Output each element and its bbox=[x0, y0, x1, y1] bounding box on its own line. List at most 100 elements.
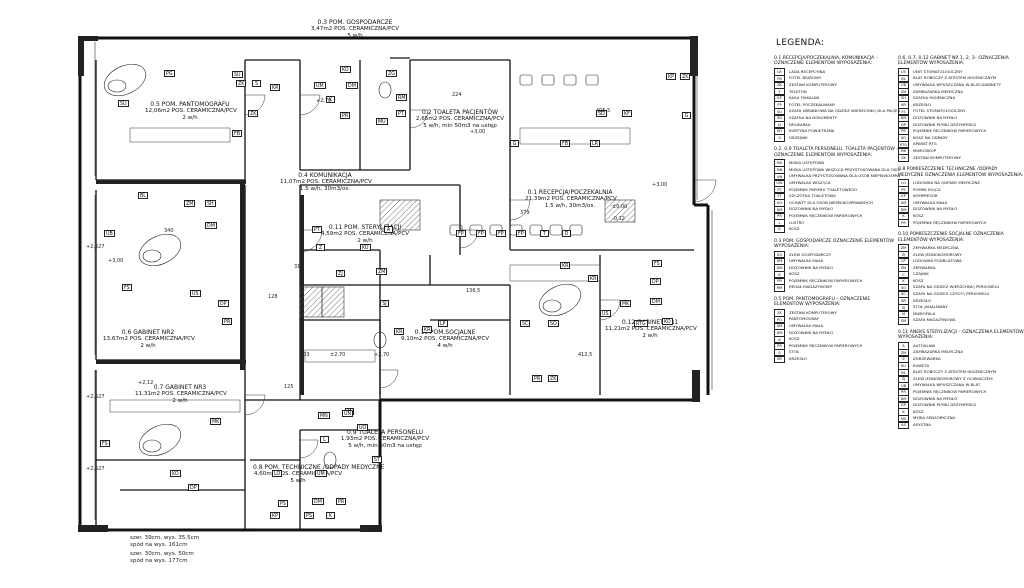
legend-text: MIKROSKOP bbox=[913, 148, 937, 153]
legend-text: APARAT RTG bbox=[913, 142, 937, 147]
room-line: 4,60m2 POS. CERAMICZNA/PCV bbox=[253, 471, 343, 478]
legend-text: KUWETA bbox=[913, 363, 930, 368]
level-mark: ±0,00 bbox=[612, 204, 628, 210]
room-extra: 2 w/h bbox=[357, 237, 373, 244]
equipment-tag: SJ bbox=[380, 300, 389, 307]
dental-chair-1-seat bbox=[542, 299, 562, 313]
equipment-tag: FS bbox=[122, 284, 132, 291]
legend-text: DOZOWNIK NA MYDŁO bbox=[913, 396, 958, 401]
equipment-tag: SH bbox=[205, 200, 216, 207]
room-line: 1,93m2 POS. CERAMICZNA/PCV bbox=[340, 436, 430, 443]
equipment-tag: FS bbox=[652, 260, 662, 267]
legend-text: CZAJNIK bbox=[913, 272, 929, 277]
wall-block bbox=[78, 36, 84, 76]
equipment-tag: SU bbox=[118, 100, 129, 107]
window-note: spód na wys. 177cm bbox=[130, 558, 188, 564]
room-line: 13,67m2 POS. CERAMICZNA/PCV bbox=[103, 336, 195, 343]
room-extra: 2 w/h bbox=[642, 332, 658, 339]
window-note: szer. 39cm, wys. 35,5cm bbox=[130, 535, 200, 541]
toilet-bowl bbox=[373, 331, 387, 349]
legend-code: PR bbox=[898, 218, 909, 227]
shaft bbox=[299, 286, 323, 318]
equipment-tag: KO bbox=[170, 470, 181, 477]
legend-text: POJEMNIK PAPIERU TOALETOWEGO bbox=[789, 187, 858, 192]
equipment-tag: ZM bbox=[376, 268, 388, 275]
equipment-tag: UM bbox=[315, 470, 327, 477]
legend-text: KOSZ bbox=[789, 272, 800, 277]
equipment-tag: KR bbox=[270, 84, 281, 91]
equipment-tag: ZK bbox=[548, 375, 559, 382]
equipment-tag: FP bbox=[496, 230, 506, 237]
dental-chair-3 bbox=[138, 423, 182, 457]
legend-text: KOSZ NA ODPADY bbox=[913, 135, 948, 140]
legend-text: ZESTAW KOMPUTEROWY bbox=[913, 155, 961, 160]
equipment-tag: A bbox=[384, 226, 393, 233]
equipment-tag: PG bbox=[164, 70, 175, 77]
waiting-chair bbox=[519, 74, 533, 86]
level-mark: +3,00 bbox=[652, 182, 668, 188]
legend-text: POJEMNIK RĘCZNIKÓW PAPIEROWYCH bbox=[913, 220, 987, 225]
legend-text: POJEMNIK RĘCZNIKÓW PAPIEROWYCH bbox=[789, 343, 863, 348]
equipment-tag: PT bbox=[312, 226, 322, 233]
dental-chair-2 bbox=[138, 233, 182, 267]
legend-text: LUSTRO bbox=[789, 220, 805, 225]
legend-text: DRUKARKA bbox=[789, 122, 811, 127]
equipment-tag: SD bbox=[596, 110, 607, 117]
legend-text: SZCZOTKA TOALETOWA bbox=[789, 194, 836, 199]
room-extra: 1.5 w/h, 30m3/os. bbox=[544, 202, 596, 209]
equipment-tag: KU bbox=[360, 244, 371, 251]
equipment-tag: DM bbox=[650, 298, 662, 305]
dimension-label: 379 bbox=[520, 210, 530, 216]
legend-text: UMYWALKA PRZYSTOSOWANA DLA OSÓB NIEPEŁNO… bbox=[789, 174, 900, 179]
door-techniczne bbox=[299, 439, 319, 459]
legend-section: 0.2, 0.9 TOALETA PERSONELU, TOALETA PACJ… bbox=[774, 147, 900, 234]
equipment-tag: DP bbox=[188, 484, 199, 491]
legend-text: STÓŁ bbox=[789, 350, 800, 355]
equipment-tag: KP bbox=[666, 73, 677, 80]
equipment-tag: KR bbox=[394, 328, 405, 335]
legend-code: ZK bbox=[898, 153, 909, 162]
level-mark: +2,527 bbox=[86, 244, 105, 250]
legend-code: RM bbox=[774, 283, 785, 292]
legend-text: STÓŁ JADALNIANY bbox=[913, 305, 948, 310]
legend-text: UMYWALKA MAŁA bbox=[789, 324, 824, 329]
dimension-label: 128 bbox=[268, 294, 278, 300]
legend-text: MIKROFALA bbox=[913, 311, 936, 316]
equipment-tag: G bbox=[682, 112, 691, 119]
waiting-chair bbox=[569, 224, 583, 236]
equipment-tag: FB bbox=[232, 130, 243, 137]
room-extra: 5 w/h bbox=[347, 32, 363, 39]
room-line: 4,59m2 POS. CERAMICZNA/PCV bbox=[320, 231, 410, 238]
equipment-tag: PT bbox=[396, 110, 406, 117]
legend-text: POJEMNIK RĘCZNIKÓW PAPIEROWYCH bbox=[913, 129, 987, 134]
equipment-tag: US bbox=[600, 310, 611, 317]
dimension-label: 136,5 bbox=[466, 288, 481, 294]
equipment-tag: D bbox=[562, 230, 571, 237]
equipment-tag: ZJ bbox=[336, 270, 345, 277]
equipment-tag: LO bbox=[272, 470, 283, 477]
waiting-chair bbox=[541, 74, 555, 86]
room-name: 0.3 POM. GOSPODARCZE bbox=[317, 19, 393, 26]
legend-text: DOZOWNIK PŁYNU DEZYNFEKCJI bbox=[913, 122, 976, 127]
legend-code: KR bbox=[774, 355, 785, 364]
